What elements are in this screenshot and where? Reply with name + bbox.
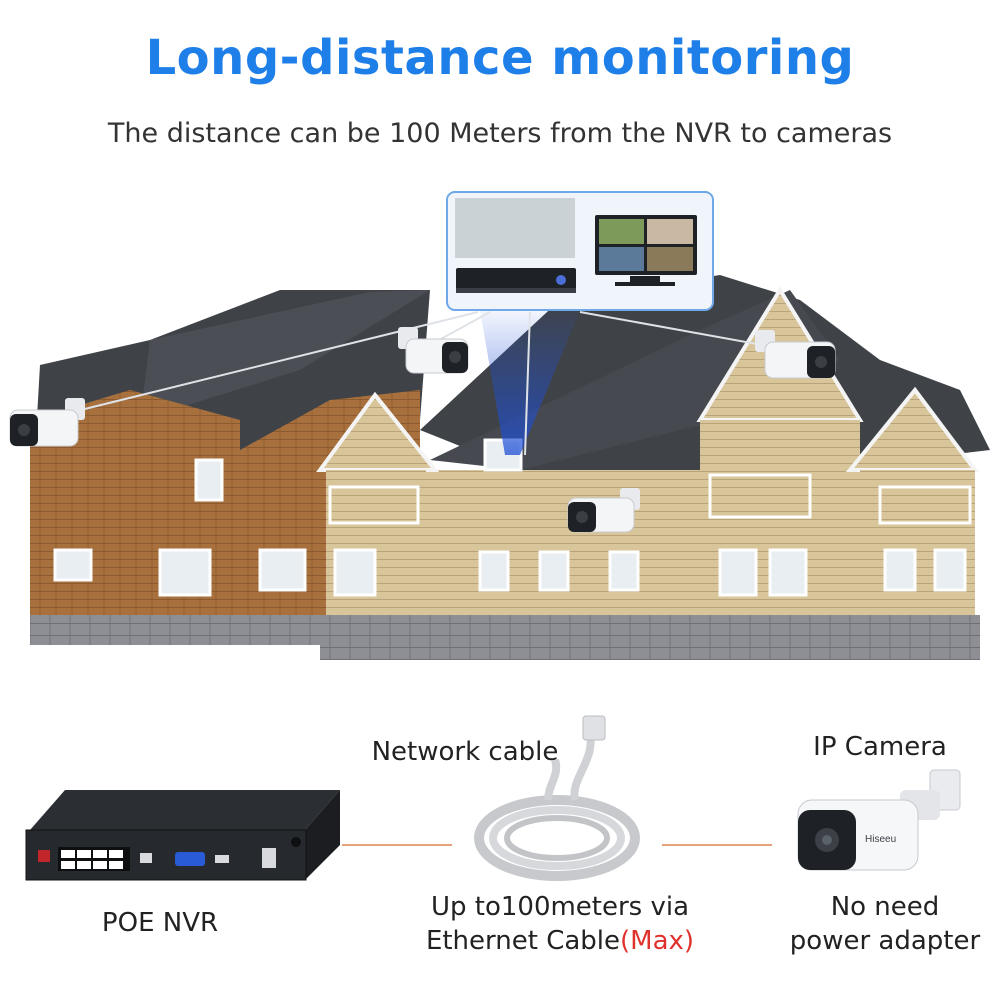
equipment-diagram: Hiseeu bbox=[25, 715, 961, 881]
window bbox=[194, 458, 224, 502]
window bbox=[933, 548, 967, 592]
window bbox=[883, 548, 917, 592]
camera-icon bbox=[567, 488, 640, 533]
distance-line-1: Up to100meters via bbox=[430, 892, 690, 922]
stone-base-main bbox=[320, 615, 980, 660]
distance-note: Up to100meters via Ethernet Cable(Max) bbox=[400, 890, 720, 958]
camera-icon bbox=[9, 398, 85, 447]
blur-backdrop bbox=[455, 198, 575, 258]
nvr-device-icon bbox=[25, 790, 340, 881]
page-title: Long-distance monitoring bbox=[145, 30, 855, 86]
distance-line-2: Ethernet Cable(Max) bbox=[400, 924, 720, 958]
adapter-line-1: No need bbox=[830, 892, 940, 922]
camera-icon bbox=[398, 327, 469, 374]
distance-max: (Max) bbox=[620, 926, 695, 956]
stone-base-left bbox=[30, 615, 330, 645]
window bbox=[768, 548, 808, 597]
brand-mark: Hiseeu bbox=[865, 834, 896, 845]
roof-main-front bbox=[430, 290, 840, 470]
wall-wing-right bbox=[860, 470, 975, 620]
window bbox=[478, 550, 510, 592]
ip-camera-label: IP Camera bbox=[813, 732, 947, 762]
monitor-icon bbox=[595, 215, 697, 286]
adapter-note: No need power adapter bbox=[770, 890, 1000, 958]
window bbox=[258, 548, 307, 592]
window bbox=[608, 550, 640, 592]
balcony-right bbox=[878, 485, 972, 525]
window bbox=[333, 548, 377, 597]
camera-icon: Hiseeu bbox=[797, 769, 961, 871]
network-cable-label: Network cable bbox=[371, 737, 559, 767]
camera-icon bbox=[755, 330, 836, 379]
wall-wing-left bbox=[326, 470, 426, 620]
balcony-main bbox=[708, 473, 812, 519]
roof-left-ridge bbox=[140, 290, 430, 420]
window bbox=[53, 548, 93, 582]
house-scene bbox=[9, 191, 990, 660]
nvr-device-icon bbox=[456, 268, 576, 293]
window bbox=[158, 548, 212, 597]
page-subtitle: The distance can be 100 Meters from the … bbox=[107, 118, 893, 149]
window bbox=[538, 550, 570, 592]
window bbox=[718, 548, 758, 597]
cable-coil-icon bbox=[474, 715, 640, 881]
adapter-line-2: power adapter bbox=[789, 926, 981, 956]
signal-beam bbox=[480, 310, 580, 455]
distance-line-2-text: Ethernet Cable bbox=[425, 926, 621, 956]
poe-nvr-label: POE NVR bbox=[101, 908, 219, 938]
link-line bbox=[524, 311, 531, 456]
balcony-left bbox=[328, 485, 420, 525]
